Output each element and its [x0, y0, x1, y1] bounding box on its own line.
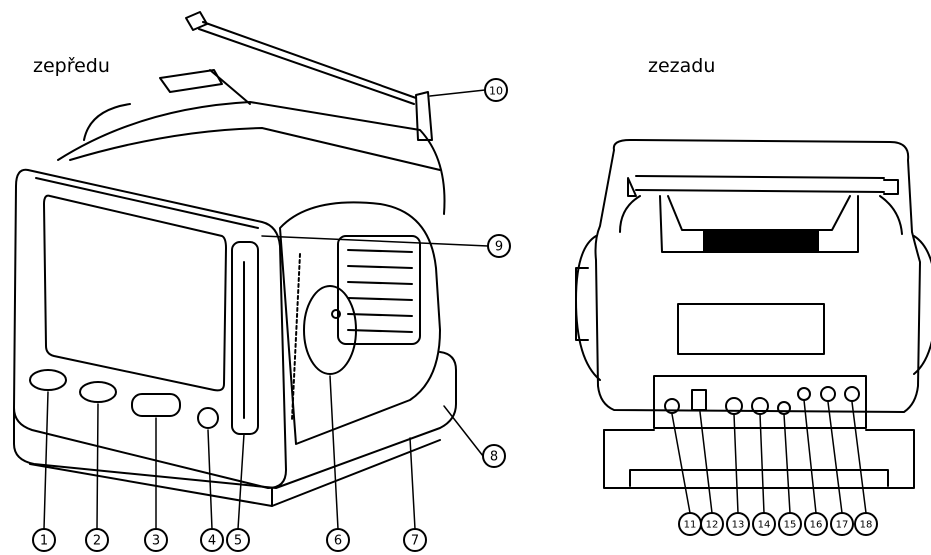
- back-handle: [635, 175, 885, 193]
- back-tv-drawing: [575, 139, 931, 489]
- front-base: [13, 351, 457, 489]
- callout-6: 6: [334, 534, 342, 549]
- callout-15: 15: [784, 520, 797, 531]
- jack-18: [844, 386, 860, 402]
- jack-15: [777, 401, 791, 415]
- back-view-label: zezadu: [648, 55, 716, 77]
- button-3: [131, 393, 181, 417]
- jack-11: [664, 398, 680, 414]
- front-tv-drawing: [13, 11, 457, 507]
- button-4: [197, 407, 219, 429]
- callout-9: 9: [495, 240, 503, 255]
- callout-8: 8: [490, 450, 498, 465]
- callout-12: 12: [706, 520, 719, 531]
- back-vent: [703, 229, 819, 253]
- jack-16: [797, 387, 811, 401]
- front-leader-lines: [43, 89, 489, 530]
- front-view-label: zepředu: [33, 55, 110, 77]
- back-base: [603, 429, 915, 489]
- front-handle: [159, 69, 223, 93]
- front-screen: [43, 194, 227, 392]
- back-leader-lines: [671, 399, 867, 514]
- back-label-plate: [677, 303, 825, 355]
- slot-5: [231, 241, 259, 435]
- callout-10: 10: [489, 85, 503, 98]
- callout-13: 13: [732, 520, 745, 531]
- tuning-knob: [303, 285, 357, 375]
- callout-2: 2: [93, 534, 101, 549]
- callout-7: 7: [411, 534, 419, 549]
- back-cabinet: [594, 139, 921, 413]
- callout-17: 17: [836, 520, 849, 531]
- callout-18: 18: [860, 520, 873, 531]
- switch-12: [691, 389, 707, 411]
- side-panel: [279, 201, 441, 445]
- antenna: [185, 11, 208, 31]
- button-2: [79, 381, 117, 403]
- callout-3: 3: [152, 534, 160, 549]
- button-1: [29, 369, 67, 391]
- callout-4: 4: [208, 534, 216, 549]
- callout-5: 5: [234, 534, 242, 549]
- callout-14: 14: [758, 520, 771, 531]
- jack-17: [820, 386, 836, 402]
- speaker-grille: [337, 235, 421, 345]
- callout-1: 1: [40, 534, 48, 549]
- front-bezel: [13, 168, 287, 489]
- callout-11: 11: [684, 520, 697, 531]
- callout-16: 16: [810, 520, 823, 531]
